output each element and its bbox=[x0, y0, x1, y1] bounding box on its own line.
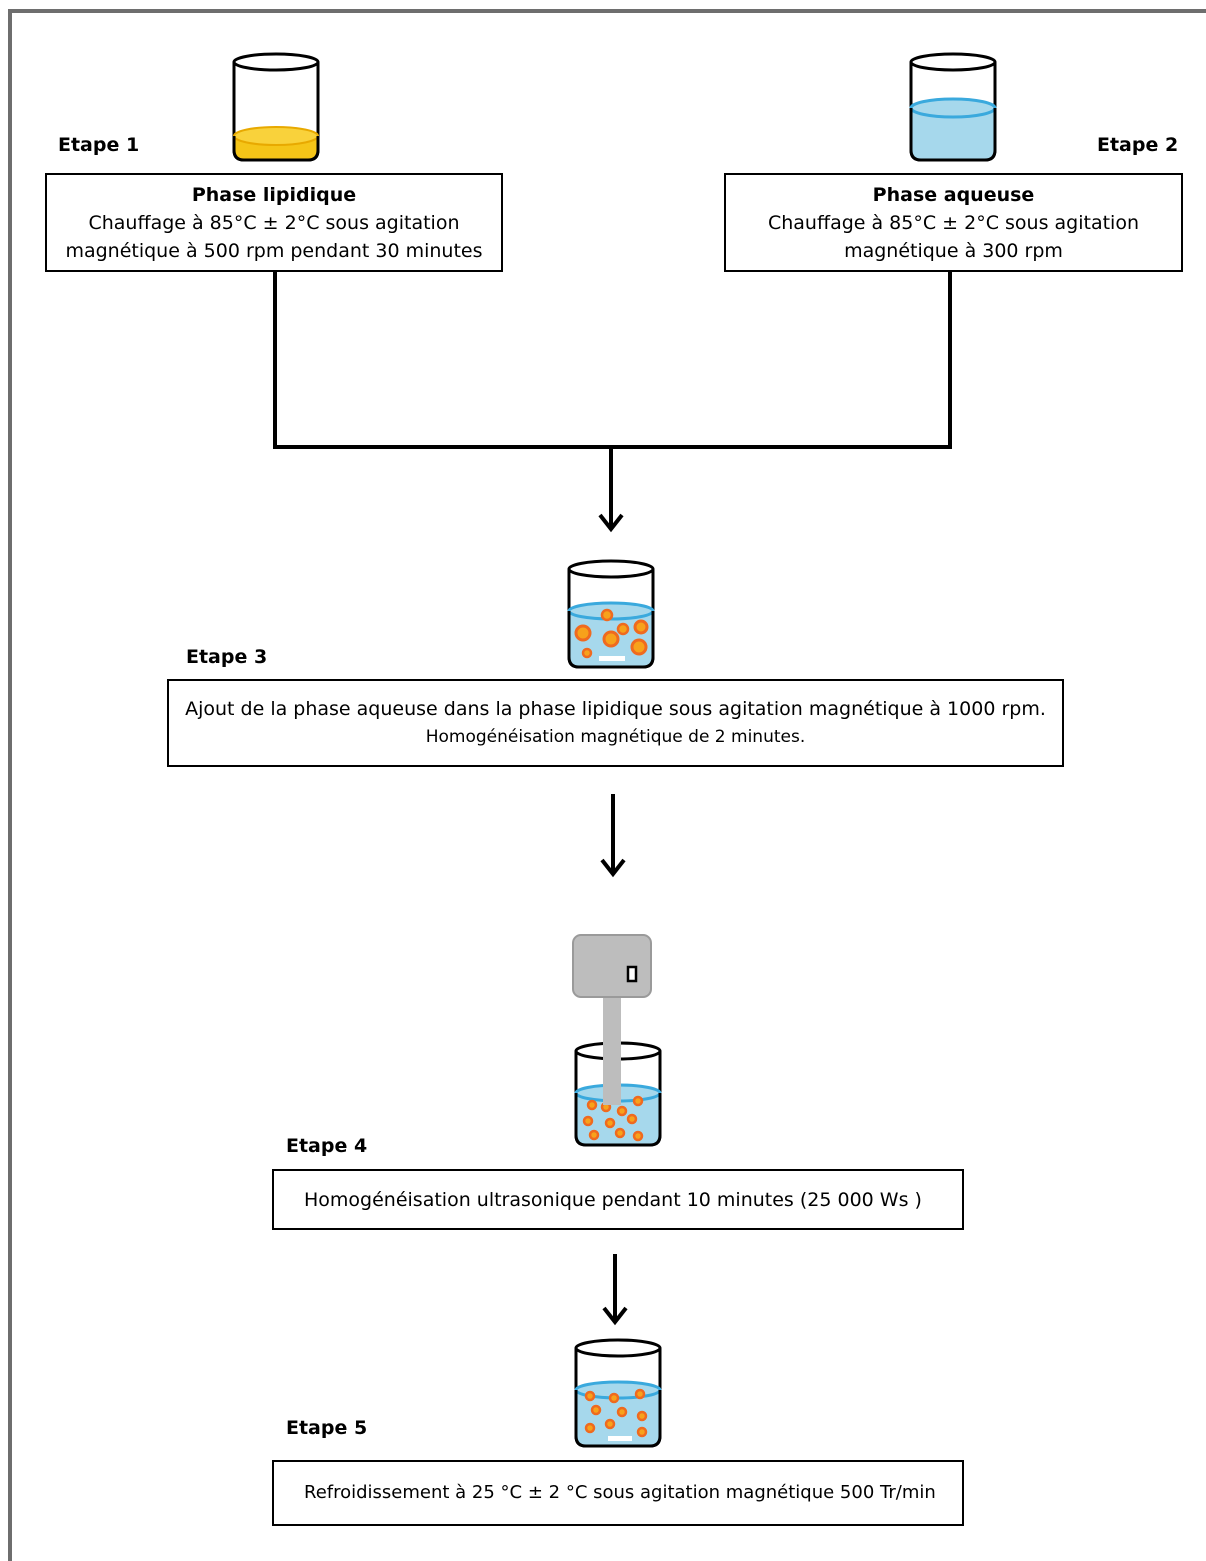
step3-line2: Homogénéisation magnétique de 2 minutes. bbox=[425, 727, 806, 747]
step3-line1: Ajout de la phase aqueuse dans la phase … bbox=[185, 698, 1046, 720]
emulsion-beaker-icon bbox=[567, 559, 655, 669]
arrow-down-icon bbox=[602, 1254, 628, 1326]
step4-line1: Homogénéisation ultrasonique pendant 10 … bbox=[304, 1188, 922, 1211]
arrow-down-icon bbox=[598, 449, 624, 533]
step5-label: Etape 5 bbox=[286, 1417, 368, 1439]
step2-line2: magnétique à 300 rpm bbox=[844, 239, 1063, 262]
step3-box: Ajout de la phase aqueuse dans la phase … bbox=[167, 679, 1064, 767]
connector-right-vertical bbox=[948, 271, 952, 449]
connector-horizontal bbox=[273, 445, 952, 449]
step2-line1: Chauffage à 85°C ± 2°C sous agitation bbox=[767, 211, 1139, 234]
cooling-beaker-icon bbox=[574, 1338, 662, 1448]
step1-label: Etape 1 bbox=[58, 134, 140, 156]
step2-label: Etape 2 bbox=[1097, 134, 1179, 156]
step1-title: Phase lipidique bbox=[191, 183, 357, 206]
lipid-beaker-icon bbox=[232, 52, 320, 162]
step1-line1: Chauffage à 85°C ± 2°C sous agitation bbox=[88, 211, 460, 234]
ultrasonic-homogenizer-icon bbox=[572, 934, 662, 1147]
aqueous-beaker-icon bbox=[909, 52, 997, 162]
step5-line1: Refroidissement à 25 °C ± 2 °C sous agit… bbox=[304, 1482, 936, 1503]
arrow-down-icon bbox=[600, 794, 626, 878]
step2-box: Phase aqueuse Chauffage à 85°C ± 2°C sou… bbox=[724, 173, 1183, 272]
step1-box: Phase lipidique Chauffage à 85°C ± 2°C s… bbox=[45, 173, 503, 272]
step3-label: Etape 3 bbox=[186, 646, 268, 668]
step2-title: Phase aqueuse bbox=[872, 183, 1035, 206]
connector-left-vertical bbox=[273, 271, 277, 449]
step4-box: Homogénéisation ultrasonique pendant 10 … bbox=[272, 1169, 964, 1230]
step1-line2: magnétique à 500 rpm pendant 30 minutes bbox=[65, 239, 483, 262]
diagram-frame bbox=[8, 9, 1206, 1561]
step5-box: Refroidissement à 25 °C ± 2 °C sous agit… bbox=[272, 1460, 964, 1526]
step4-label: Etape 4 bbox=[286, 1135, 368, 1157]
